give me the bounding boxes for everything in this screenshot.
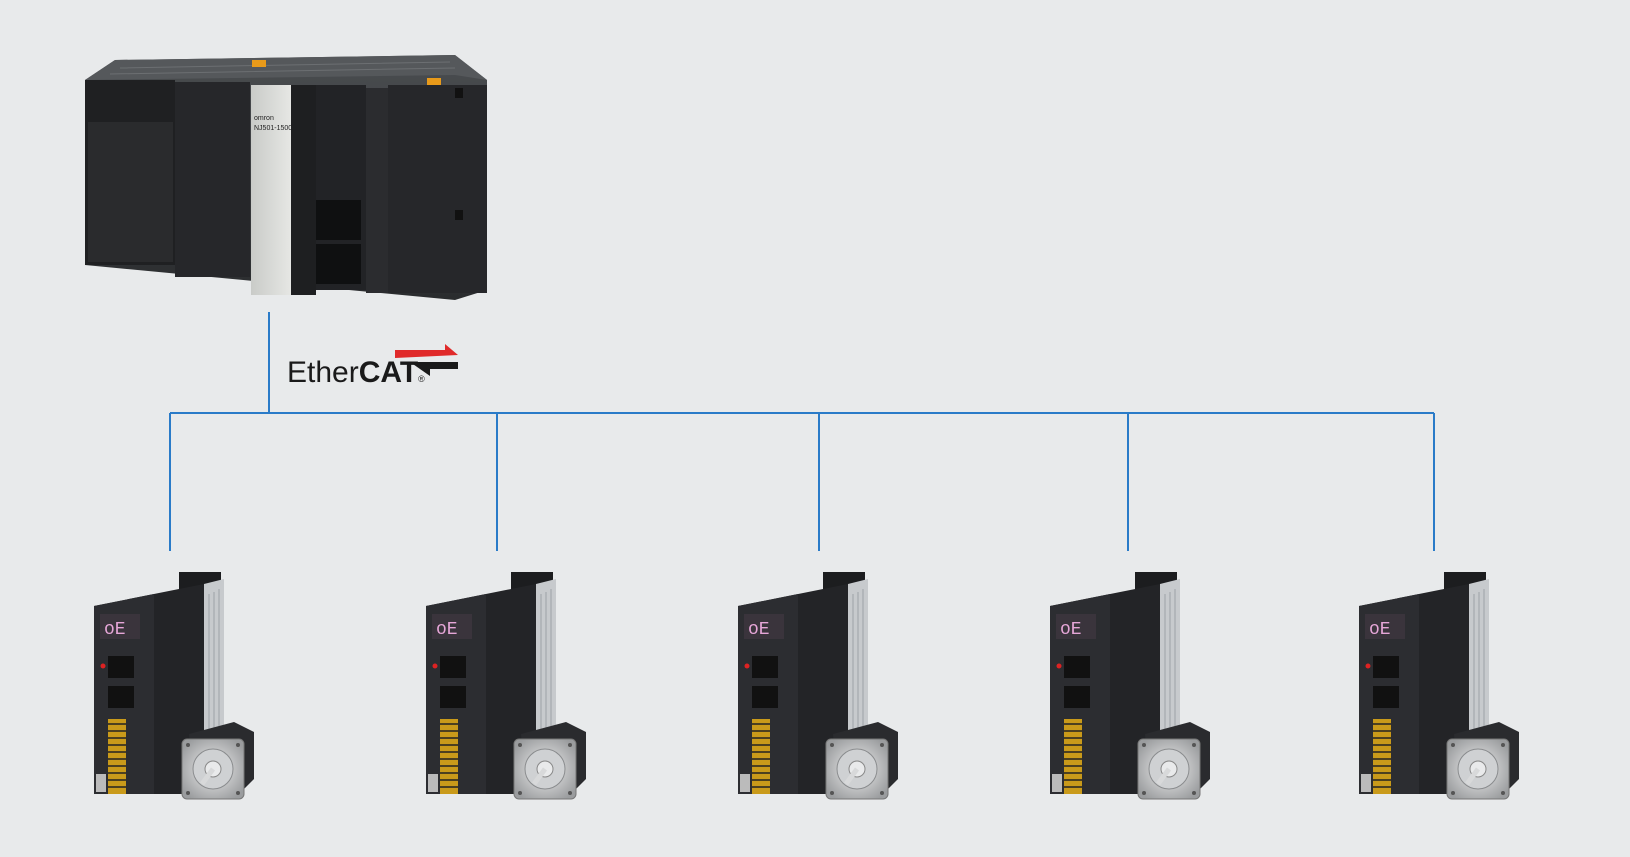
servo-display: oE (748, 620, 770, 640)
logo-arrow-right-icon (395, 344, 458, 358)
ethercat-logo: EtherCAT® (287, 344, 458, 389)
logo-arrow-left-icon (410, 362, 458, 376)
logo-text-bold: CAT (359, 356, 418, 389)
plc-model-label: NJ501-1500 (254, 125, 292, 132)
servo-display: oE (1060, 620, 1082, 640)
servo-drive-3: oE (738, 572, 898, 800)
servo-drive-1: oE (94, 572, 254, 800)
logo-text-regular: Ether (287, 356, 359, 389)
ethercat-bus (169, 312, 1435, 551)
plc-brand-label: omron (254, 115, 274, 122)
servo-display: oE (1369, 620, 1391, 640)
servo-drive-2: oE (426, 572, 586, 800)
svg-text:EtherCAT®: EtherCAT® (287, 356, 425, 389)
servo-drive-4: oE (1050, 572, 1210, 800)
servo-drive-5: oE (1359, 572, 1519, 800)
servo-display: oE (104, 620, 126, 640)
servo-display: oE (436, 620, 458, 640)
logo-registered: ® (418, 374, 425, 384)
plc-controller-image: omron NJ501-1500 (85, 55, 487, 300)
servo-drives: oE oE (94, 572, 1519, 800)
